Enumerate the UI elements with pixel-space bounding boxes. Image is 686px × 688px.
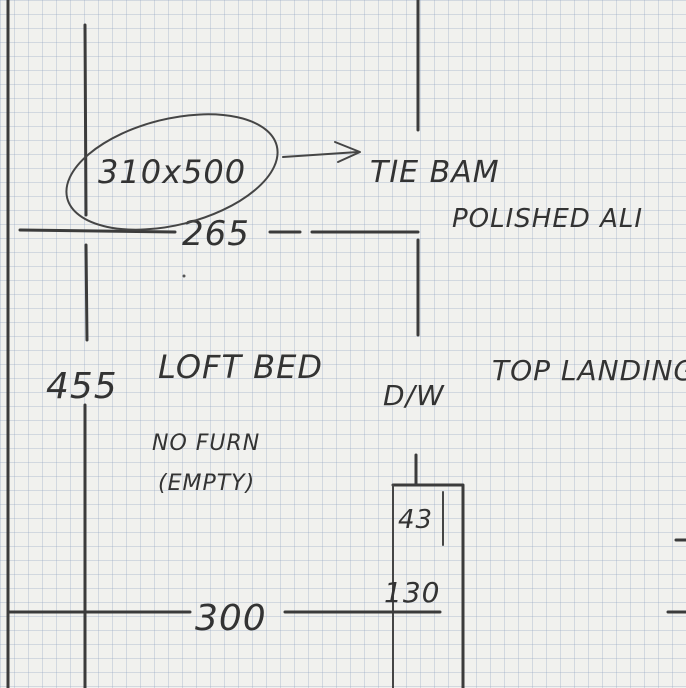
small-dimension-43: 43: [398, 505, 433, 535]
loft-bed-label: LOFT BED: [158, 348, 323, 386]
wall-inner-top: [83, 23, 88, 217]
beam-callout: 310x500 TIE BAM POLISHED ALI: [65, 113, 643, 234]
empty-note: (EMPTY): [158, 471, 255, 496]
no-furniture-note: NO FURN: [152, 431, 260, 456]
bottom-width-dimension: 300: [195, 598, 267, 639]
beam-note-line-1: TIE BAM: [370, 155, 500, 190]
beam-oval: [65, 113, 279, 231]
span-dimension-line: 265: [18, 214, 420, 254]
room-walls: [6, 0, 686, 688]
top-landing-label: TOP LANDING: [492, 354, 686, 387]
beam-size-label: 310x500: [98, 153, 246, 191]
landing-dimensions: 43 130: [384, 505, 440, 609]
door-label: D/W: [383, 379, 445, 412]
arrow-shaft: [282, 151, 359, 158]
height-left-dimension: 455: [46, 366, 118, 407]
wall-inner-mid: [84, 243, 89, 342]
bottom-dimension-line: 300: [6, 598, 686, 639]
span-top-dimension: 265: [182, 214, 250, 254]
arrow-head: [334, 141, 361, 163]
beam-note-line-2: POLISHED ALI: [452, 204, 643, 234]
small-dimension-130: 130: [384, 576, 440, 609]
landing-box: [391, 483, 465, 688]
pencil-dot: [182, 274, 186, 278]
room-labels: 455 LOFT BED NO FURN (EMPTY) D/W TOP LAN…: [46, 348, 686, 496]
